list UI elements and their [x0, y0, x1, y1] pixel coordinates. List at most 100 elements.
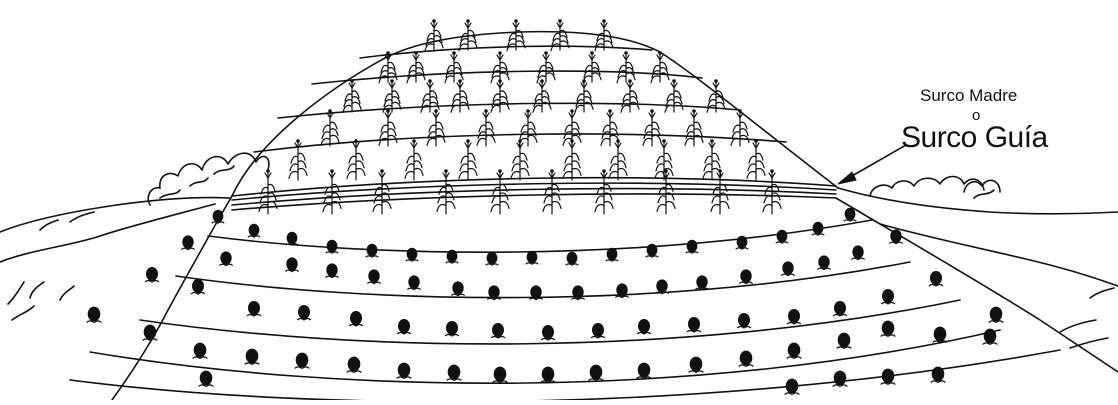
shrub-icon: [297, 305, 311, 320]
shrub-icon: [349, 311, 363, 326]
maize-plant-icon: [421, 79, 439, 112]
maize-plant-icon: [451, 79, 469, 112]
shrub-icon: [87, 307, 102, 323]
maize-plant-icon: [459, 139, 477, 180]
maize-plant-icon: [707, 79, 725, 112]
shrub-icon: [285, 257, 298, 271]
shrub-icon: [486, 252, 499, 266]
shrub-icon: [787, 343, 802, 359]
shrub-icon: [637, 319, 651, 334]
maize-plant-icon: [685, 109, 703, 146]
shrub-icon: [881, 369, 896, 385]
shrub-icon: [406, 248, 419, 262]
shrub-icon: [989, 307, 1004, 323]
contour-line: [208, 220, 872, 252]
maize-plant-icon: [289, 139, 307, 180]
shrub-icon: [817, 255, 830, 269]
maize-plant-icon: [511, 139, 529, 180]
maize-plant-icon: [665, 79, 683, 112]
shrub-icon: [781, 261, 794, 275]
shrub-icon: [143, 325, 158, 341]
shrub-icon: [191, 279, 205, 294]
shrub-icon: [219, 251, 232, 265]
left-bush-detail: [160, 166, 234, 198]
maize-plant-icon: [655, 139, 673, 180]
shrub-icon: [785, 379, 800, 395]
maize-plant-icon: [747, 139, 765, 180]
shrub-icon: [566, 252, 579, 266]
shrub-icon: [571, 285, 584, 299]
shrub-icon: [325, 263, 338, 277]
shrub-icon: [695, 275, 708, 289]
maize-plant-icon: [491, 79, 509, 112]
shrub-icon: [407, 275, 420, 289]
shrub-icon: [295, 353, 310, 369]
shrub-icon: [689, 357, 704, 373]
maize-plant-icon: [537, 51, 555, 83]
shrub-icon: [397, 319, 411, 334]
maize-plant-icon: [519, 109, 537, 146]
left-ground-edge: [0, 197, 230, 232]
shrub-icon: [541, 367, 556, 383]
maize-plant-icon: [563, 109, 581, 146]
shrub-icon: [837, 333, 852, 349]
terrace-row: [360, 46, 652, 58]
shrub-icon: [687, 317, 701, 332]
maize-plant-icon: [617, 51, 635, 83]
shrub-icon: [199, 371, 214, 387]
arrow-icon: [838, 145, 906, 184]
shrub-icon: [245, 349, 260, 365]
terrace-base-4: [232, 194, 836, 210]
shrub-icon: [193, 343, 208, 359]
shrub-icon: [347, 357, 362, 373]
shrub-icon: [739, 269, 752, 283]
maize-plant-icon: [445, 51, 463, 83]
maize-plant-icon: [427, 109, 445, 146]
shrub-icon: [589, 365, 604, 381]
shrub-icon: [812, 222, 825, 236]
shrub-icon: [181, 235, 194, 249]
contour-line: [176, 262, 910, 298]
maize-plant-icon: [583, 51, 601, 83]
shrub-icon: [367, 269, 380, 283]
shrub-rows: [87, 208, 1004, 395]
left-ground-lower: [0, 204, 215, 262]
maize-plant-icon: [491, 51, 509, 83]
maize-plant-icon: [609, 139, 627, 180]
maize-plant-icon: [383, 79, 401, 112]
shrub-icon: [493, 367, 508, 383]
maize-plant-icon: [343, 79, 361, 112]
maize-plant-icon: [643, 109, 661, 146]
maize-plant-icon: [477, 109, 495, 146]
shrub-icon: [451, 281, 464, 295]
maize-plant-icon: [425, 19, 443, 51]
shrub-icon: [637, 363, 652, 379]
shrub-icon: [248, 224, 261, 238]
shrub-icon: [366, 244, 379, 258]
maize-plant-icon: [407, 51, 425, 83]
shrub-icon: [447, 365, 462, 381]
maize-plant-icon: [321, 109, 339, 146]
maize-plant-icon: [405, 139, 423, 180]
shrub-icon: [929, 271, 943, 286]
shrub-icon: [491, 323, 505, 338]
maize-plant-icon: [575, 79, 593, 112]
contour-line: [70, 350, 1060, 400]
shrub-icon: [326, 240, 339, 254]
shrub-icon: [737, 313, 751, 328]
maize-plant-icon: [703, 139, 721, 180]
shrub-icon: [445, 321, 459, 336]
shrub-icon: [833, 371, 848, 387]
terrace-base-3: [232, 189, 836, 205]
shrub-icon: [397, 363, 412, 379]
shrub-icon: [526, 251, 539, 265]
shrub-icon: [787, 309, 801, 324]
maize-plant-icon: [621, 79, 639, 112]
shrub-icon: [776, 230, 789, 244]
shrub-icon: [591, 323, 605, 338]
label-surco-guia: Surco Guía: [901, 121, 1048, 155]
shrub-icon: [655, 279, 668, 293]
maize-plant-icon: [533, 79, 551, 112]
